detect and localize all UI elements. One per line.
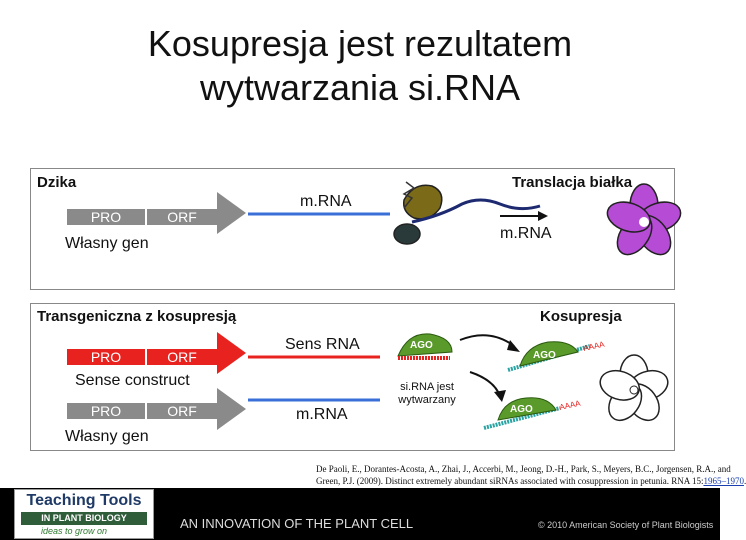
mrna-label-right: m.RNA <box>500 225 552 242</box>
citation-end: . <box>743 476 746 486</box>
logo-subtitle: IN PLANT BIOLOGY <box>21 512 147 525</box>
diagram-graphics: AGO AGO AAAA AGO AAAA <box>217 181 682 430</box>
citation: De Paoli, E., Dorantes-Acosta, A., Zhai,… <box>316 463 746 487</box>
cosuppression-arrow-head-1 <box>507 340 520 352</box>
page-title: Kosupresja jest rezultatem wytwarzania s… <box>0 22 720 110</box>
protein-translation-label: Translacja białka <box>512 174 633 191</box>
ago-label-1: AGO <box>410 340 433 351</box>
sense-orf-segment: ORF <box>147 349 217 365</box>
citation-line-1: De Paoli, E., Dorantes-Acosta, A., Zhai,… <box>316 464 731 474</box>
title-line-1: Kosupresja jest rezultatem <box>147 23 573 64</box>
target-rna-2 <box>483 406 561 430</box>
translation-arrow-head <box>538 211 548 221</box>
cosuppression-label: Kosupresja <box>540 308 622 325</box>
ago-label-3: AGO <box>510 404 533 415</box>
ago-complex-3 <box>497 397 557 421</box>
white-flower-icon <box>599 354 669 422</box>
polya-label-1: AAAA <box>583 340 606 353</box>
orf-segment: ORF <box>147 209 217 225</box>
promoter-segment: PRO <box>67 209 145 225</box>
wild-gene-arrow-head <box>217 192 246 234</box>
logo-tagline: ideas to grow on <box>41 526 108 536</box>
purple-flower-icon <box>606 183 682 256</box>
own-gene-arrow-head <box>217 388 246 430</box>
mrna-label-top: m.RNA <box>300 193 352 210</box>
innovation-text: AN INNOVATION OF THE PLANT CELL <box>180 516 414 531</box>
own-gene-caption-wild: Własny gen <box>65 235 149 252</box>
transgenic-label: Transgeniczna z kosupresją <box>37 308 237 325</box>
own-gene-wild: PRO ORF <box>67 209 217 225</box>
mrna-label-transgenic: m.RNA <box>296 406 348 423</box>
sense-promoter-segment: PRO <box>67 349 145 365</box>
citation-text: Green, P.J. (2009). Distinct extremely a… <box>316 476 704 486</box>
own-orf-segment: ORF <box>147 403 217 419</box>
sirna-produced-label: si.RNA jest wytwarzany <box>385 381 469 407</box>
sirna-line-1: si.RNA jest <box>400 381 454 393</box>
sense-construct-gene: PRO ORF <box>67 349 217 365</box>
citation-link[interactable]: 1965–1970 <box>703 476 744 486</box>
translated-mrna-icon <box>411 198 541 224</box>
copyright-text: © 2010 American Society of Plant Biologi… <box>538 520 714 530</box>
ago-label-2: AGO <box>533 350 556 361</box>
cosuppression-arrow-1 <box>459 334 515 347</box>
citation-line-2: Green, P.J. (2009). Distinct extremely a… <box>316 475 746 487</box>
own-gene-caption-transgenic: Własny gen <box>65 428 149 445</box>
ribosome-large-icon <box>402 184 443 220</box>
own-gene-transgenic: PRO ORF <box>67 403 217 419</box>
teaching-tools-logo: Teaching Tools IN PLANT BIOLOGY ideas to… <box>14 489 154 539</box>
ribosome-small-icon <box>393 223 421 245</box>
sense-gene-arrow-head <box>217 332 246 374</box>
sense-rna-label: Sens RNA <box>285 336 360 353</box>
logo-title: Teaching Tools <box>26 492 142 509</box>
polya-label-2: AAAA <box>559 399 582 412</box>
own-promoter-segment: PRO <box>67 403 145 419</box>
wild-type-panel <box>30 168 675 290</box>
wild-type-label: Dzika <box>37 174 77 191</box>
transgenic-panel <box>30 303 675 451</box>
sense-construct-caption: Sense construct <box>75 372 190 389</box>
cosuppression-arrow-head-2 <box>494 390 506 402</box>
nascent-peptide-icon <box>402 181 416 209</box>
ago-complex-1 <box>397 333 453 357</box>
title-line-2: wytwarzania si.RNA <box>199 67 521 108</box>
ago-complex-2 <box>519 341 579 367</box>
sirna-line-2: wytwarzany <box>398 394 456 406</box>
